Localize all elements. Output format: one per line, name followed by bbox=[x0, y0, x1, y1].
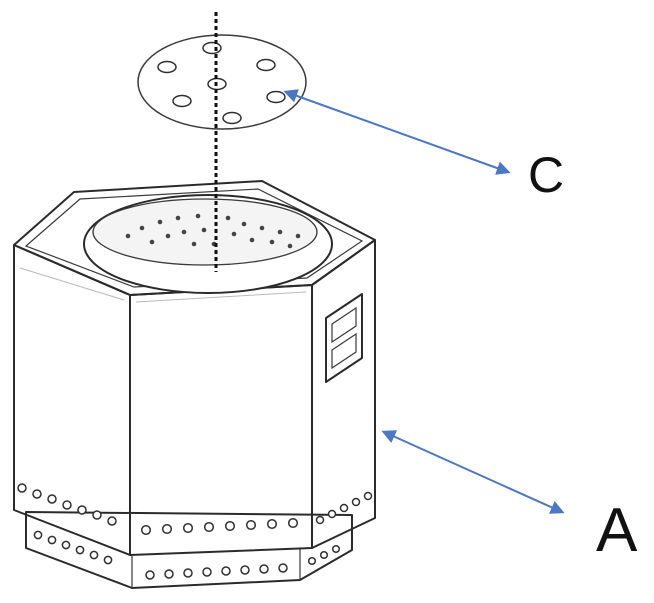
top-rim bbox=[13, 180, 376, 296]
left-face-vent-holes bbox=[17, 483, 117, 526]
front-face-vent-holes bbox=[140, 517, 299, 536]
callout-arrow-c bbox=[283, 89, 511, 175]
perforated-disc-icon bbox=[137, 34, 307, 130]
disc-holes bbox=[157, 41, 286, 125]
handle-icon bbox=[325, 293, 363, 383]
part-label-c: C bbox=[528, 147, 565, 203]
part-label-a: A bbox=[596, 496, 638, 565]
hexagonal-fire-pit-body-icon bbox=[13, 180, 376, 589]
body-left-face bbox=[13, 244, 131, 556]
callout-arrow-a bbox=[381, 430, 565, 514]
right-face-vent-holes bbox=[315, 491, 373, 525]
base-vent-holes bbox=[33, 530, 341, 580]
body-right-face bbox=[311, 239, 376, 549]
